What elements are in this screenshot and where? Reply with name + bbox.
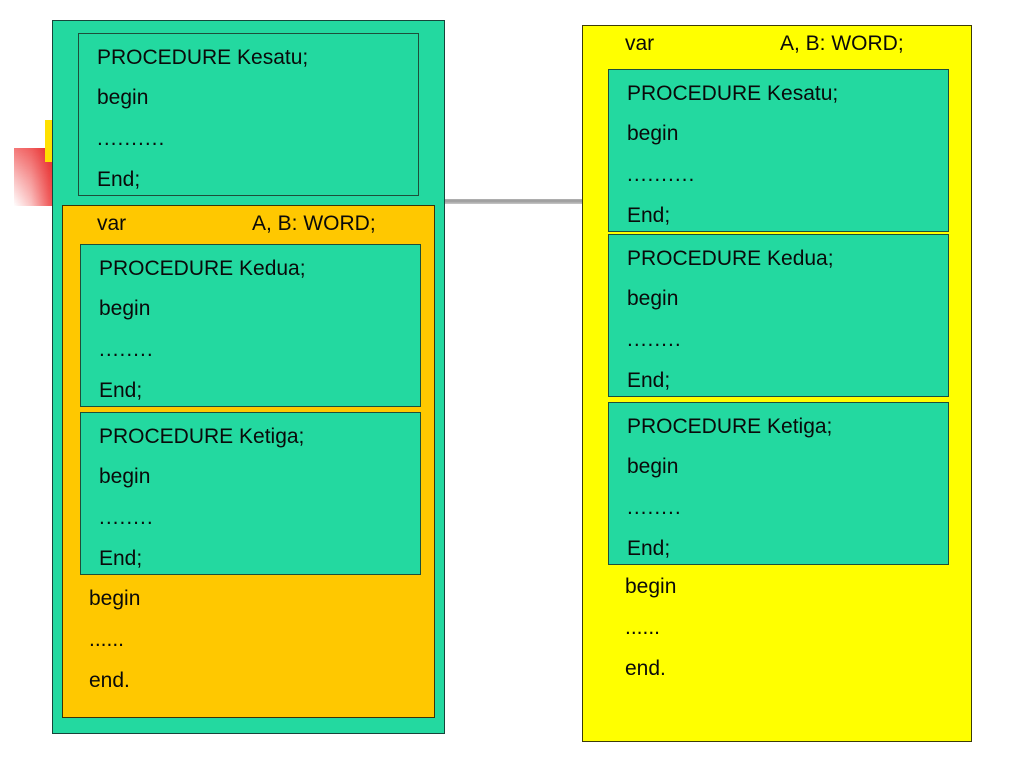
code-line-ellipsis: ........ <box>627 328 682 351</box>
code-line-ellipsis: ........ <box>99 338 154 361</box>
code-line: PROCEDURE Kesatu; <box>627 82 839 105</box>
code-line: PROCEDURE Kesatu; <box>97 46 309 69</box>
code-line: End; <box>99 379 143 402</box>
left-main-program-block: var A, B: WORD; PROCEDURE Kedua; begin .… <box>62 205 435 718</box>
left-main-body-lines: begin ...... end. <box>63 578 434 701</box>
right-main-body-lines: begin ...... end. <box>583 566 971 689</box>
code-line: begin <box>625 575 677 598</box>
code-line: PROCEDURE Kedua; <box>627 247 834 270</box>
left-var-declaration-row: var A, B: WORD; <box>63 206 434 242</box>
var-keyword: var <box>97 212 127 235</box>
code-line: begin <box>97 86 149 109</box>
var-declaration: A, B: WORD; <box>780 32 904 55</box>
code-line: End; <box>627 369 671 392</box>
code-line-ellipsis: ...... <box>625 616 661 639</box>
code-line: end. <box>625 657 666 680</box>
var-keyword: var <box>625 32 655 55</box>
left-procedure-kesatu-box: PROCEDURE Kesatu; begin .......... End; <box>78 33 419 196</box>
code-line-ellipsis: ........ <box>627 496 682 519</box>
code-line: begin <box>627 455 679 478</box>
code-line: begin <box>99 465 151 488</box>
code-line-ellipsis: .......... <box>97 127 166 150</box>
right-procedure-kesatu-box: PROCEDURE Kesatu; begin .......... End; <box>608 69 949 232</box>
left-procedure-ketiga-box: PROCEDURE Ketiga; begin ........ End; <box>80 412 421 575</box>
code-line-ellipsis: ...... <box>89 628 125 651</box>
code-line: End; <box>99 547 143 570</box>
code-line: End; <box>627 204 671 227</box>
right-procedure-kedua-box: PROCEDURE Kedua; begin ........ End; <box>608 234 949 397</box>
code-line: End; <box>97 168 141 191</box>
code-line: begin <box>627 287 679 310</box>
panel-connector-line <box>444 199 584 204</box>
code-line: PROCEDURE Ketiga; <box>99 425 305 448</box>
left-procedure-kedua-box: PROCEDURE Kedua; begin ........ End; <box>80 244 421 407</box>
left-program-panel: PROCEDURE Kesatu; begin .......... End; … <box>52 20 445 734</box>
code-line: PROCEDURE Ketiga; <box>627 415 833 438</box>
code-line: begin <box>89 587 141 610</box>
code-line: PROCEDURE Kedua; <box>99 257 306 280</box>
code-line: begin <box>99 297 151 320</box>
right-var-declaration-row: var A, B: WORD; <box>583 26 971 63</box>
yellow-sliver-artifact <box>45 120 52 162</box>
code-line: end. <box>89 669 130 692</box>
code-line: End; <box>627 537 671 560</box>
code-line-ellipsis: .......... <box>627 163 696 186</box>
code-line-ellipsis: ........ <box>99 506 154 529</box>
var-declaration: A, B: WORD; <box>252 212 376 235</box>
right-program-panel: var A, B: WORD; PROCEDURE Kesatu; begin … <box>582 25 972 742</box>
code-line: begin <box>627 122 679 145</box>
right-procedure-ketiga-box: PROCEDURE Ketiga; begin ........ End; <box>608 402 949 565</box>
